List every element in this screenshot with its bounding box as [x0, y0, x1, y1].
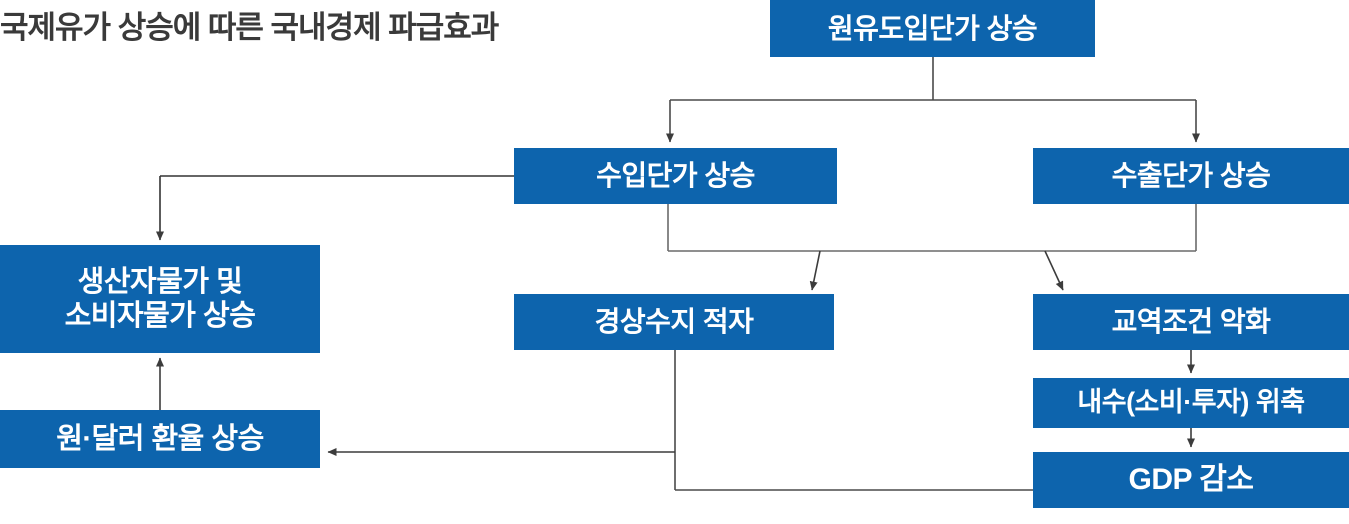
edge-crude-to-import-export	[666, 57, 1200, 143]
edge-import-to-prices	[156, 175, 514, 241]
node-domestic-demand[interactable]: 내수(소비·투자) 위축	[1033, 378, 1349, 428]
node-current-account-deficit[interactable]: 경상수지 적자	[514, 294, 834, 350]
node-label: 내수(소비·투자) 위축	[1077, 387, 1305, 418]
edge-gdp-to-exchange-rate	[327, 350, 1033, 491]
node-label: GDP 감소	[1128, 463, 1254, 497]
node-label: 원유도입단가 상승	[827, 12, 1038, 44]
page-title: 국제유가 상승에 따른 국내경제 파급효과	[0, 10, 499, 45]
node-import-price[interactable]: 수입단가 상승	[514, 148, 837, 204]
node-label-line-1: 생산자물가 및	[77, 265, 243, 298]
node-label: 경상수지 적자	[594, 306, 754, 338]
node-label-line-2: 소비자물가 상승	[64, 300, 256, 332]
node-gdp-decline[interactable]: GDP 감소	[1033, 452, 1349, 508]
node-exchange-rate[interactable]: 원·달러 환율 상승	[0, 410, 320, 468]
node-label: 수출단가 상승	[1111, 160, 1271, 192]
node-label: 교역조건 악화	[1111, 306, 1271, 338]
node-crude-import-price[interactable]: 원유도입단가 상승	[770, 0, 1095, 57]
node-label: 원·달러 환율 상승	[56, 422, 264, 455]
node-producer-consumer-price[interactable]: 생산자물가 및 소비자물가 상승	[0, 245, 320, 353]
node-terms-of-trade[interactable]: 교역조건 악화	[1033, 294, 1349, 350]
edge-import-export-to-current-account-terms	[667, 204, 1197, 291]
node-export-price[interactable]: 수출단가 상승	[1033, 148, 1349, 204]
node-label: 수입단가 상승	[596, 160, 755, 192]
